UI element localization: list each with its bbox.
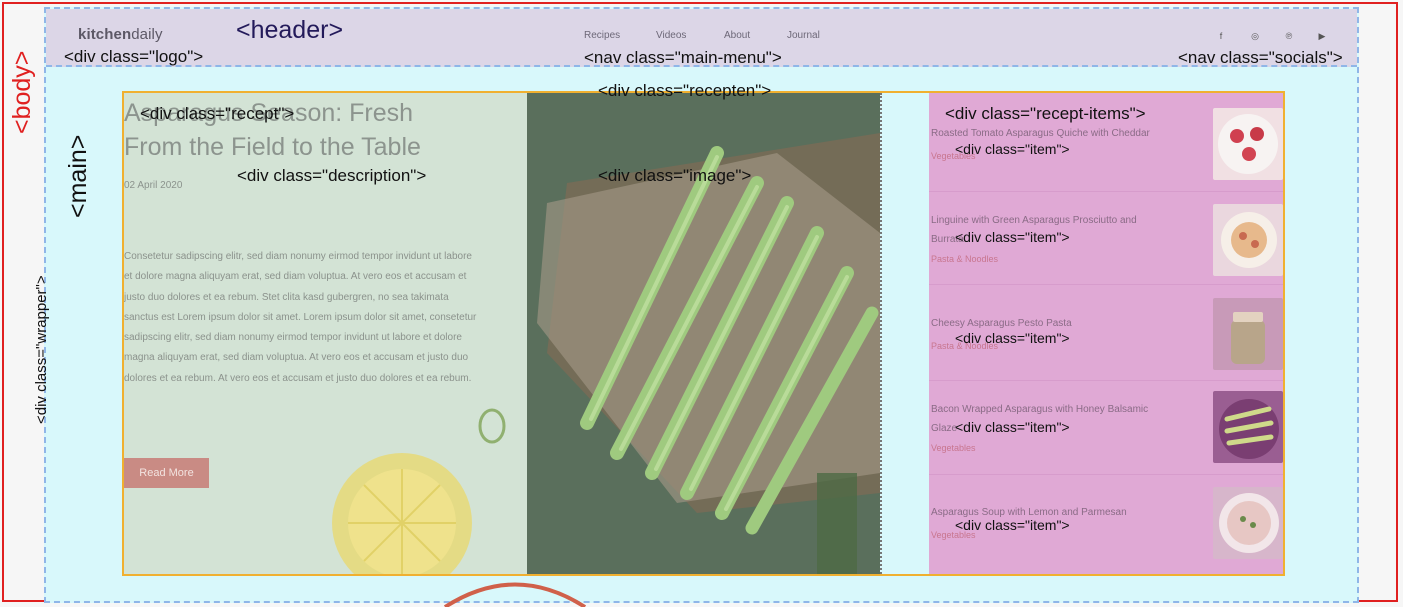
pinterest-icon[interactable]: ℗	[1285, 31, 1293, 41]
header-annotation: <header>	[236, 16, 344, 44]
linguine-image	[1221, 212, 1277, 268]
logo[interactable]: kitchendaily	[78, 26, 163, 43]
recepten-gap	[880, 93, 929, 574]
item-thumbnail[interactable]	[1213, 487, 1283, 559]
read-more-button[interactable]: Read More	[124, 458, 209, 488]
menu-item-recipes[interactable]: Recipes	[584, 30, 621, 41]
item-category[interactable]: Vegetables	[931, 530, 976, 540]
item-title[interactable]: Bacon Wrapped Asparagus with Honey Balsa…	[931, 404, 1149, 434]
logo-annotation: <div class="logo">	[64, 47, 204, 66]
item-category[interactable]: Vegetables	[931, 151, 976, 161]
recept-annotation: <div class="recept">	[140, 104, 295, 123]
item-title[interactable]: Linguine with Green Asparagus Prosciutto…	[931, 215, 1137, 245]
logo-bold: kitchen	[78, 26, 132, 43]
item-thumbnail[interactable]	[1213, 204, 1283, 276]
asparagus-image	[527, 93, 880, 574]
bowl-decoration	[443, 582, 587, 607]
recept-description: Consetetur sadipscing elitr, sed diam no…	[124, 251, 477, 384]
site-header	[46, 9, 1357, 67]
body-annotation: <body>	[8, 50, 36, 134]
list-item[interactable]	[929, 284, 1283, 381]
recept-date: 02 April 2020	[124, 180, 183, 191]
item-title[interactable]: Cheesy Asparagus Pesto Pasta	[931, 318, 1072, 329]
recepten	[122, 91, 1285, 576]
instagram-icon[interactable]: ◎	[1251, 30, 1259, 41]
menu-item-journal[interactable]: Journal	[787, 30, 820, 41]
item-thumbnail[interactable]	[1213, 391, 1283, 463]
recept-title-line2: From the Field to the Table	[124, 133, 421, 161]
menu-item-about[interactable]: About	[724, 30, 751, 41]
recept-items-annotation: <div class="recept-items">	[945, 104, 1146, 123]
recept-title: Asparagus Season: Fresh From the Field t…	[124, 96, 421, 164]
item-category[interactable]: Pasta & Noodles	[931, 341, 999, 351]
list-item[interactable]	[929, 191, 1283, 285]
soup-image	[1219, 493, 1279, 553]
item-thumbnail[interactable]	[1213, 298, 1283, 370]
item-annotation: <div class="item">	[955, 419, 1070, 435]
main-menu-annotation: <nav class="main-menu">	[584, 48, 782, 67]
facebook-icon[interactable]: f	[1219, 31, 1223, 41]
item-title[interactable]: Roasted Tomato Asparagus Quiche with Che…	[931, 128, 1150, 139]
socials-annotation: <nav class="socials">	[1178, 48, 1343, 67]
recept-decoration	[332, 408, 506, 574]
wrapper-annotation: <div class="wrapper">	[33, 275, 50, 424]
item-annotation: <div class="item">	[955, 229, 1070, 245]
bacon-asparagus-image	[1219, 399, 1279, 459]
item-annotation: <div class="item">	[955, 330, 1070, 346]
item-category[interactable]: Pasta & Noodles	[931, 254, 999, 264]
youtube-icon[interactable]: ▶	[1318, 30, 1326, 41]
main-annotation: <main>	[64, 134, 92, 218]
menu-item-videos[interactable]: Videos	[656, 30, 687, 41]
item-annotation: <div class="item">	[955, 517, 1070, 533]
item-thumbnail[interactable]	[1213, 108, 1283, 180]
item-annotation: <div class="item">	[955, 141, 1070, 157]
image-annotation: <div class="image">	[598, 166, 752, 185]
item-title[interactable]: Asparagus Soup with Lemon and Parmesan	[931, 507, 1127, 518]
pesto-jar-image	[1231, 312, 1265, 364]
description-annotation: <div class="description">	[237, 166, 427, 185]
quiche-image	[1218, 114, 1278, 174]
list-item[interactable]	[929, 380, 1283, 475]
recepten-annotation: <div class="recepten">	[598, 81, 772, 100]
item-category[interactable]: Vegetables	[931, 443, 976, 453]
list-item[interactable]	[929, 93, 1283, 192]
recept-title-line1: Asparagus Season: Fresh	[124, 99, 414, 127]
recept-image	[527, 93, 880, 574]
recept	[124, 93, 527, 574]
logo-regular: daily	[131, 26, 163, 43]
